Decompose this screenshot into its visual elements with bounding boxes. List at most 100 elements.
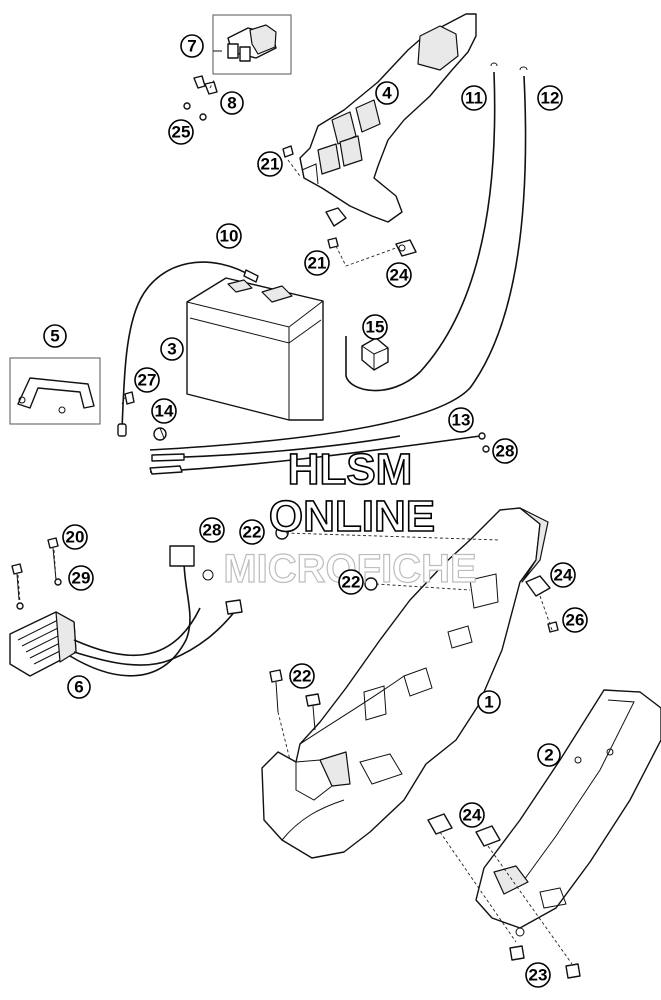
relay-part — [212, 14, 292, 75]
callout-circle — [537, 743, 561, 767]
callout-circle — [216, 223, 242, 249]
callout-label: 1 — [484, 693, 493, 712]
callout-20: 20 — [62, 524, 88, 550]
relay-inset-frame — [212, 14, 292, 75]
callout-label: 21 — [308, 254, 327, 273]
screw-23 — [509, 945, 581, 979]
screw-6-bolt — [11, 563, 23, 601]
callout-24: 24 — [386, 262, 412, 288]
callout-label: 22 — [243, 523, 262, 542]
callout-12: 12 — [537, 85, 563, 111]
screw-20 — [47, 537, 59, 581]
callout-label: 29 — [72, 569, 91, 588]
callout-6: 6 — [67, 675, 91, 699]
callout-label: 27 — [138, 371, 157, 390]
screw-21 — [282, 145, 339, 249]
callout-circle — [477, 690, 501, 714]
callout-label: 6 — [74, 678, 83, 697]
callout-21: 21 — [257, 151, 283, 177]
voltage-regulator — [9, 545, 243, 677]
callout-circle — [67, 675, 91, 699]
callout-circle — [304, 250, 330, 276]
callout-circle — [525, 962, 551, 988]
callout-label: 26 — [566, 611, 585, 630]
callout-circle — [362, 314, 388, 340]
callout-15: 15 — [362, 314, 388, 340]
callout-22: 22 — [289, 663, 315, 689]
callout-label: 22 — [342, 573, 361, 592]
callout-24: 24 — [459, 802, 485, 828]
callout-25: 25 — [168, 119, 194, 145]
callout-label: 3 — [167, 340, 176, 359]
battery-strap — [9, 357, 101, 425]
callout-circle — [68, 565, 94, 591]
callout-label: 8 — [227, 94, 236, 113]
callout-circle — [43, 324, 67, 348]
callout-5: 5 — [43, 324, 67, 348]
terminal-cap — [361, 337, 389, 371]
battery-box — [261, 507, 549, 859]
cable-13 — [149, 432, 486, 475]
callout-circle — [375, 81, 399, 105]
callout-21: 21 — [304, 250, 330, 276]
callout-label: 24 — [554, 566, 573, 585]
callout-circle — [459, 802, 485, 828]
clip-24-upper — [525, 575, 551, 597]
callout-circle — [461, 85, 487, 111]
side-cover — [475, 689, 661, 937]
callout-label: 20 — [66, 528, 85, 547]
callout-label: 24 — [463, 806, 482, 825]
callout-11: 11 — [461, 85, 487, 111]
callout-circle — [134, 367, 160, 393]
screw-22 — [269, 669, 321, 731]
callout-3: 3 — [160, 337, 184, 361]
screw-27 — [124, 391, 135, 405]
callout-22: 22 — [239, 519, 265, 545]
callout-label: 21 — [261, 155, 280, 174]
cable-12 — [149, 66, 528, 451]
washer-29 — [54, 578, 62, 586]
cable-bottom — [151, 435, 401, 462]
callout-label: 24 — [390, 266, 409, 285]
callout-label: 28 — [496, 442, 515, 461]
callout-label: 14 — [155, 402, 174, 421]
clip-24-lower — [427, 813, 501, 847]
callout-circle — [168, 119, 194, 145]
watermark-line2: ONLINE — [269, 492, 435, 541]
callout-circle — [537, 85, 563, 111]
callout-24: 24 — [550, 562, 576, 588]
callout-circle — [386, 262, 412, 288]
leader-lines — [17, 79, 573, 965]
watermark: HLSM ONLINE MICROFICHE — [223, 444, 478, 591]
callout-circle — [180, 34, 204, 58]
callout-label: 7 — [187, 37, 196, 56]
watermark-line1: HLSM — [288, 445, 413, 494]
callout-22: 22 — [338, 569, 364, 595]
callout-circle — [151, 398, 177, 424]
callout-28: 28 — [492, 438, 518, 464]
fuse-14 — [153, 427, 167, 441]
washer — [16, 602, 24, 610]
callout-label: 22 — [293, 667, 312, 686]
callout-circle — [199, 517, 225, 543]
callout-label: 25 — [172, 123, 191, 142]
callout-7: 7 — [180, 34, 204, 58]
callout-2: 2 — [537, 743, 561, 767]
callout-label: 23 — [529, 966, 548, 985]
strap-inset-frame — [9, 357, 101, 425]
callout-label: 2 — [544, 746, 553, 765]
callout-label: 12 — [541, 89, 560, 108]
callout-23: 23 — [525, 962, 551, 988]
callout-1: 1 — [477, 690, 501, 714]
callout-circle — [239, 519, 265, 545]
callout-label: 5 — [50, 327, 59, 346]
callout-circle — [289, 663, 315, 689]
callout-label: 13 — [452, 411, 471, 430]
callout-28: 28 — [199, 517, 225, 543]
callout-circle — [257, 151, 283, 177]
nut-28 — [482, 445, 490, 453]
screw-25 — [183, 102, 207, 121]
callout-circle — [492, 438, 518, 464]
